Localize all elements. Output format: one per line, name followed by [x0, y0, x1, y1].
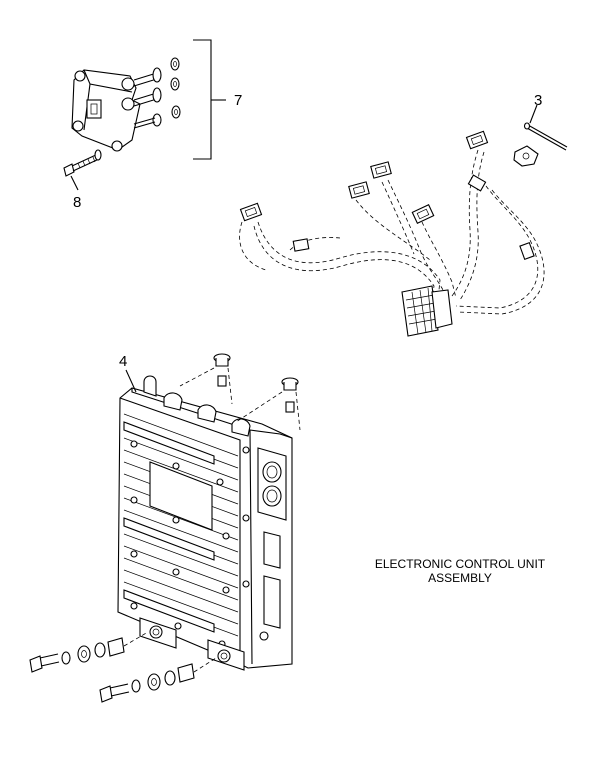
leader-3 [529, 104, 538, 124]
connector [370, 161, 392, 179]
ecu-4 [117, 375, 293, 671]
connector [465, 130, 489, 150]
leader-4 [125, 369, 137, 393]
module-assembly-7 [71, 57, 181, 152]
wiring-harness [239, 130, 545, 337]
ecu-top-fastener [179, 353, 233, 405]
ecu-bottom-fastener-stack [29, 631, 149, 673]
connector [239, 202, 263, 222]
diagram-caption: ELECTRONIC CONTROL UNIT ASSEMBLY [350, 557, 570, 585]
callout-3: 3 [534, 92, 543, 109]
leader-8 [70, 175, 79, 191]
main-harness-connector [401, 285, 453, 337]
callout-4: 4 [119, 353, 128, 370]
callout-8: 8 [73, 194, 82, 211]
connector [519, 242, 535, 260]
pin-3 [523, 122, 568, 151]
ecu-bottom-fastener-stack [99, 657, 217, 703]
bracket-7 [193, 39, 212, 160]
clip [513, 145, 539, 167]
connector [348, 181, 370, 199]
caption-line-1: ELECTRONIC CONTROL UNIT [374, 557, 546, 571]
caption-line-2: ASSEMBLY [428, 571, 492, 585]
connector [292, 238, 310, 252]
callout-7: 7 [234, 92, 243, 109]
screw-8 [63, 149, 102, 177]
module-window [86, 99, 102, 119]
connector [467, 174, 487, 192]
connector [411, 204, 435, 224]
ecu-top-fastener [235, 377, 301, 431]
